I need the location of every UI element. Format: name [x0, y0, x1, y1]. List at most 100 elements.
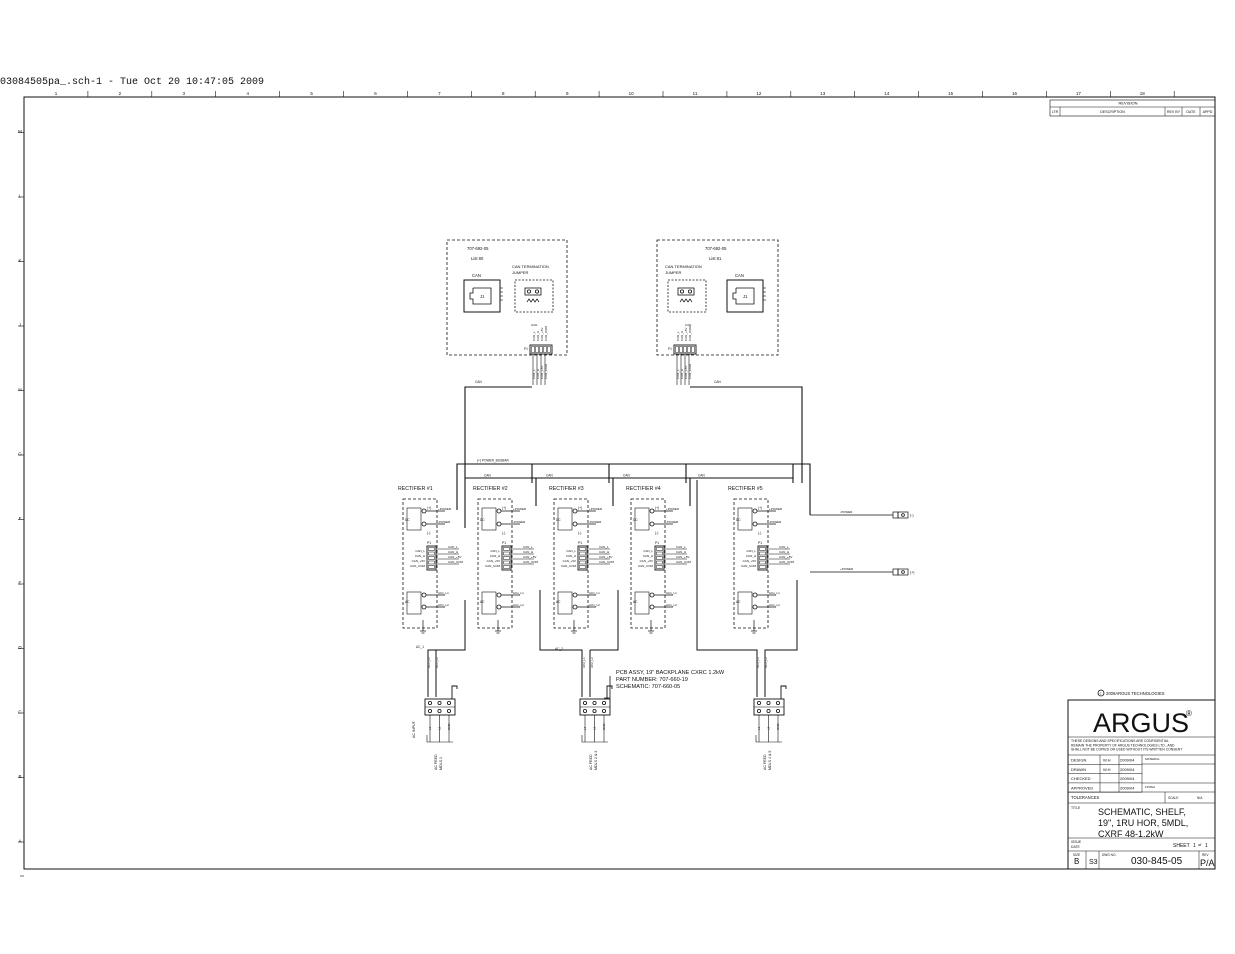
- rectifier-module: RECTIFIER #4DC(+)(-)+POWER-POWERP1CAN_LC…: [626, 486, 692, 634]
- dc-section: [737, 507, 753, 531]
- terminal-screw: [446, 709, 451, 714]
- column-number: 9: [566, 91, 569, 96]
- terminal-screw: [592, 701, 597, 706]
- dc-section: [634, 507, 650, 531]
- terminal-screw: [901, 570, 905, 574]
- sheet-total: 1: [1205, 843, 1208, 849]
- can-pin-label: CAN_H: [490, 554, 500, 558]
- ac-feed-label: AC FEED: [589, 754, 593, 770]
- terminal-bracket: [426, 735, 453, 743]
- column-number: 12: [756, 91, 762, 96]
- rectifier-outline: [553, 498, 589, 629]
- rj-jack-icon: J1: [726, 279, 766, 313]
- terminal-screw: [583, 701, 588, 706]
- header-pin: [535, 346, 539, 353]
- termination-label: CAN TERMINATION: [512, 264, 549, 269]
- copyright-glyph: c: [1100, 691, 1102, 695]
- connector-board-outline: [446, 239, 568, 356]
- dc-terminal-icon: [572, 521, 578, 527]
- can-net-label: CAN_L: [599, 545, 609, 549]
- column-number: 17: [1076, 91, 1082, 96]
- board-net-label: CAN_COM: [688, 363, 692, 379]
- header-pin: [691, 346, 695, 353]
- terminal-screw: [592, 709, 597, 714]
- header-pin: [656, 547, 663, 551]
- header-pin: [428, 560, 435, 565]
- header-body: [577, 545, 588, 571]
- ac-wire-label: AC1_L1: [427, 657, 431, 668]
- row-letter: B: [18, 774, 21, 779]
- can-net-label: CAN_H: [523, 550, 533, 554]
- ac-feed-label: AC FEED: [434, 754, 438, 770]
- jack-ref: J1: [743, 294, 748, 299]
- assembly-line: PCB ASSY, 19" BACKPLANE CXRC 1.2kW: [616, 670, 725, 676]
- ac-net-label: AC1_L1: [589, 591, 600, 595]
- can-net-label: CAN_+5V: [779, 555, 792, 559]
- ground-icon: [751, 620, 757, 634]
- board-pin-label: CAN_H: [680, 331, 684, 341]
- ac-section: [481, 591, 497, 615]
- jumper-header: [524, 287, 542, 296]
- can-bus-tag: CAN: [484, 474, 491, 478]
- power-net-label: +POWER: [589, 507, 603, 511]
- terminal-body: [892, 511, 899, 519]
- dc-terminal-icon: [649, 508, 655, 514]
- ac-terminal-icon: [649, 592, 655, 598]
- rectifier-title: RECTIFIER #4: [626, 486, 661, 492]
- tb-row-date: 2009/04: [1120, 758, 1135, 763]
- rectifier-outline: [402, 498, 438, 629]
- terminal-screw: [602, 701, 607, 706]
- ac-net-label: AC_1: [416, 645, 424, 649]
- power-net-label: -POWER: [438, 520, 451, 524]
- connector-board-outline: [656, 239, 779, 356]
- board-list-label: List 81: [709, 256, 722, 261]
- title-block-frame: [1067, 699, 1216, 870]
- terminal-pin-label: L2: [767, 726, 771, 730]
- sheet-code: S3: [1089, 859, 1098, 866]
- jumper-pin: [680, 289, 685, 294]
- board-bus-label: CAN: [475, 380, 482, 384]
- can-pin-label: CAN_COM: [741, 564, 757, 568]
- terminal-screw: [446, 701, 451, 706]
- minus-label: (-): [578, 531, 581, 535]
- column-number: 8: [502, 91, 505, 96]
- row-letter: E: [18, 581, 21, 586]
- dc-label: DC: [556, 518, 561, 522]
- ac-terminal-icon: [649, 604, 655, 610]
- rectifier-outline: [477, 498, 513, 629]
- output-terminal-label: (+): [910, 571, 915, 575]
- dc-terminal-icon: [496, 521, 502, 527]
- can-pin-label: CAN_L: [415, 549, 425, 553]
- dc-terminal-icon: [752, 508, 758, 514]
- can-net-label: CAN_COM: [599, 560, 615, 564]
- tb-row-date: 2009/04: [1120, 785, 1135, 790]
- dc-outputs: -POWER+POWER(-)(+): [810, 510, 915, 576]
- jack-socket: [469, 287, 492, 305]
- can-pin-label: CAN_+5V: [640, 559, 653, 563]
- can-pin-label: CAN_COM: [410, 564, 426, 568]
- file-header: 03084505pa_.sch-1 - Tue Oct 20 10:47:05 …: [0, 77, 265, 88]
- ac-terminal-icon: [572, 592, 578, 598]
- ac-section: [406, 591, 422, 615]
- row-letter: F: [19, 516, 22, 521]
- can-net-label: CAN_+5V: [448, 555, 461, 559]
- board-net-label: CAN_+5V: [684, 366, 688, 379]
- power-net-label: +POWER: [769, 507, 783, 511]
- ac1-feed: [427, 600, 466, 697]
- terminal-bracket: [755, 735, 782, 743]
- drawing-number: 030-845-05: [1131, 856, 1183, 867]
- header-pin: [579, 551, 586, 556]
- board-bus-label: CAN: [714, 380, 721, 384]
- can-net-label: CAN_H: [779, 550, 789, 554]
- power-net-label: -POWER: [666, 520, 679, 524]
- header-pin: [428, 551, 435, 556]
- header-pin: [656, 560, 663, 565]
- can-net-label: CAN_COM: [676, 560, 692, 564]
- power-net-label: +POWER: [666, 507, 680, 511]
- pin-header-icon: [673, 344, 697, 355]
- can-net-label: CAN_L: [779, 545, 789, 549]
- terminal-pin-label: GND: [602, 723, 606, 731]
